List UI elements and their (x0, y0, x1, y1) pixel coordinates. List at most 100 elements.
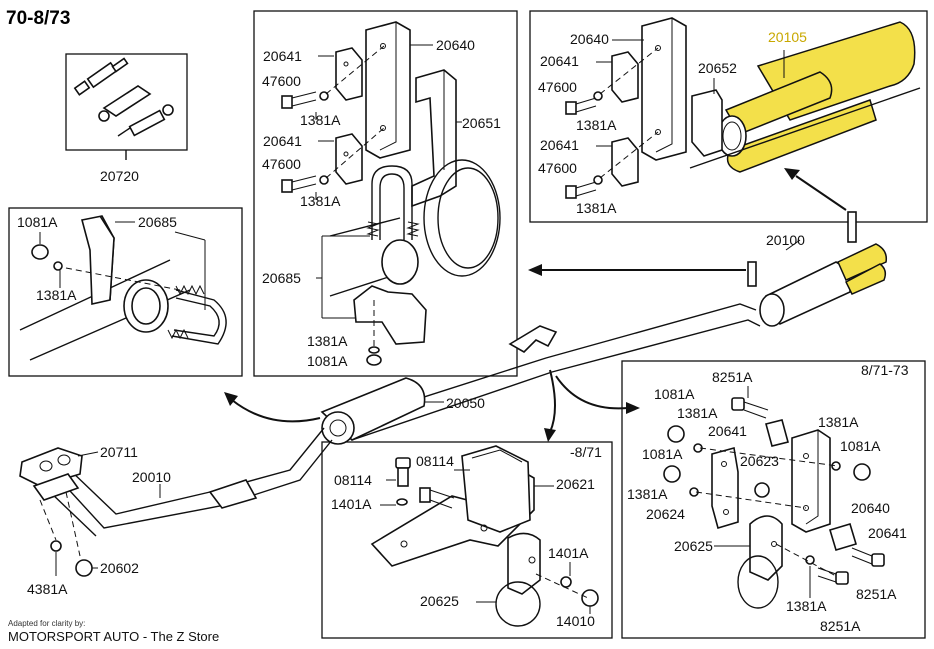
part-label-20651: 20651 (462, 115, 501, 131)
rubber-mount (461, 445, 531, 533)
part-label-1381A: 1381A (627, 486, 668, 502)
part-label-1381A: 1381A (36, 287, 77, 303)
credit-store-name: MOTORSPORT AUTO - The Z Store (8, 629, 219, 644)
part-label-20641: 20641 (263, 133, 302, 149)
hanger-plate (611, 137, 639, 187)
thread-icon (167, 284, 205, 340)
nut-icon (75, 559, 93, 577)
part-label-47600: 47600 (538, 160, 577, 176)
bolt-icon (817, 567, 849, 585)
part-label-20010: 20010 (132, 469, 171, 485)
part-label-8251A: 8251A (856, 586, 897, 602)
washer-icon (50, 540, 62, 552)
kit-bolt-2 (117, 104, 174, 137)
hanger-plate (335, 133, 363, 185)
bolt-icon (281, 91, 317, 109)
part-label-47600: 47600 (538, 79, 577, 95)
bolt-icon (851, 547, 885, 567)
mid-hanger-bracket (508, 325, 558, 353)
part-label-20602: 20602 (100, 560, 139, 576)
hanger-plate (829, 523, 857, 551)
part-label-20050: 20050 (446, 395, 485, 411)
nut-icon (366, 354, 382, 366)
center-muffler (320, 377, 426, 445)
clamp-box: 1081A 20685 1381A (8, 207, 243, 377)
part-label-20641: 20641 (540, 137, 579, 153)
period-label-late: 8/71-73 (861, 362, 909, 378)
tail-pipe-highlighted-main (837, 211, 888, 295)
nut-icon (581, 589, 599, 607)
washer-icon (368, 346, 380, 354)
part-label-20641: 20641 (263, 48, 302, 64)
washer-icon (560, 576, 572, 588)
part-label-1081A: 1081A (840, 438, 881, 454)
part-label-20105: 20105 (768, 29, 807, 45)
part-label-20100: 20100 (766, 232, 805, 248)
part-label-1401A: 1401A (548, 545, 589, 561)
nut-icon (853, 463, 871, 481)
part-label-14010: 14010 (556, 613, 595, 629)
part-label-20641: 20641 (708, 423, 747, 439)
nut-icon (754, 482, 770, 498)
nut-icon (31, 244, 49, 260)
washer-icon (53, 261, 63, 271)
bolt-icon (395, 457, 411, 487)
credit-caption: Adapted for clarity by: (8, 619, 85, 628)
rubber-hanger-block (791, 429, 831, 533)
tailpipe-box: 20640 20641 20652 47600 1381A 20641 4760… (529, 10, 928, 223)
part-label-4381A: 4381A (27, 581, 68, 597)
bolt-icon (565, 181, 597, 199)
part-label-08114: 08114 (334, 472, 372, 488)
late-bracket (711, 446, 739, 530)
bolt-icon (281, 175, 317, 193)
part-label-20640: 20640 (570, 31, 609, 47)
period-label-early: -8/71 (570, 444, 602, 460)
washer-icon (831, 461, 841, 471)
kit-box: 20720 (65, 53, 188, 184)
part-label-20652: 20652 (698, 60, 737, 76)
late-clamp (749, 515, 783, 581)
callout-arrows (224, 168, 847, 442)
part-label-20711: 20711 (100, 444, 138, 460)
tail-bracket (691, 89, 723, 157)
part-label-20623: 20623 (740, 453, 779, 469)
part-label-20624: 20624 (646, 506, 685, 522)
tail-hanger-bracket (747, 261, 757, 287)
part-label-1381A: 1381A (576, 117, 617, 133)
part-label-1381A: 1381A (818, 414, 859, 430)
part-label-47600: 47600 (262, 73, 301, 89)
hanger-plate (765, 419, 789, 447)
part-label-20625: 20625 (420, 593, 459, 609)
part-label-1381A: 1381A (307, 333, 348, 349)
hanger-plate (611, 51, 639, 103)
part-label-1081A: 1081A (307, 353, 348, 369)
hanger-plate (335, 47, 363, 101)
tail-hanger-bracket (847, 211, 857, 243)
kit-bracket (98, 85, 152, 122)
part-label-1081A: 1081A (642, 446, 683, 462)
part-label-20685: 20685 (262, 270, 301, 286)
part-label-1381A: 1381A (786, 598, 827, 614)
washer-icon (805, 555, 815, 565)
part-label-20640: 20640 (436, 37, 475, 53)
part-label-1401A: 1401A (331, 496, 372, 512)
rubber-hanger-block (641, 17, 687, 161)
clamp-saddle (353, 285, 427, 345)
part-label-1081A: 1081A (17, 214, 58, 230)
part-label-20641: 20641 (540, 53, 579, 69)
bolt-icon (731, 397, 769, 419)
nut-icon (663, 465, 681, 483)
bolt-icon (419, 487, 455, 509)
part-label-20685: 20685 (138, 214, 177, 230)
part-label-1381A: 1381A (677, 405, 718, 421)
part-label-47600: 47600 (262, 156, 301, 172)
manifold-flange (19, 447, 83, 501)
main-exhaust-assembly: 20050 20100 20711 20010 (19, 211, 888, 597)
hanger-bracket (411, 69, 457, 208)
part-label-20625: 20625 (674, 538, 713, 554)
late-hanger-box: 8/71-73 8251A 1081A 1381A 1381A 20641 10… (621, 360, 926, 639)
part-label-20720: 20720 (100, 168, 139, 184)
early-clamp (507, 532, 541, 595)
